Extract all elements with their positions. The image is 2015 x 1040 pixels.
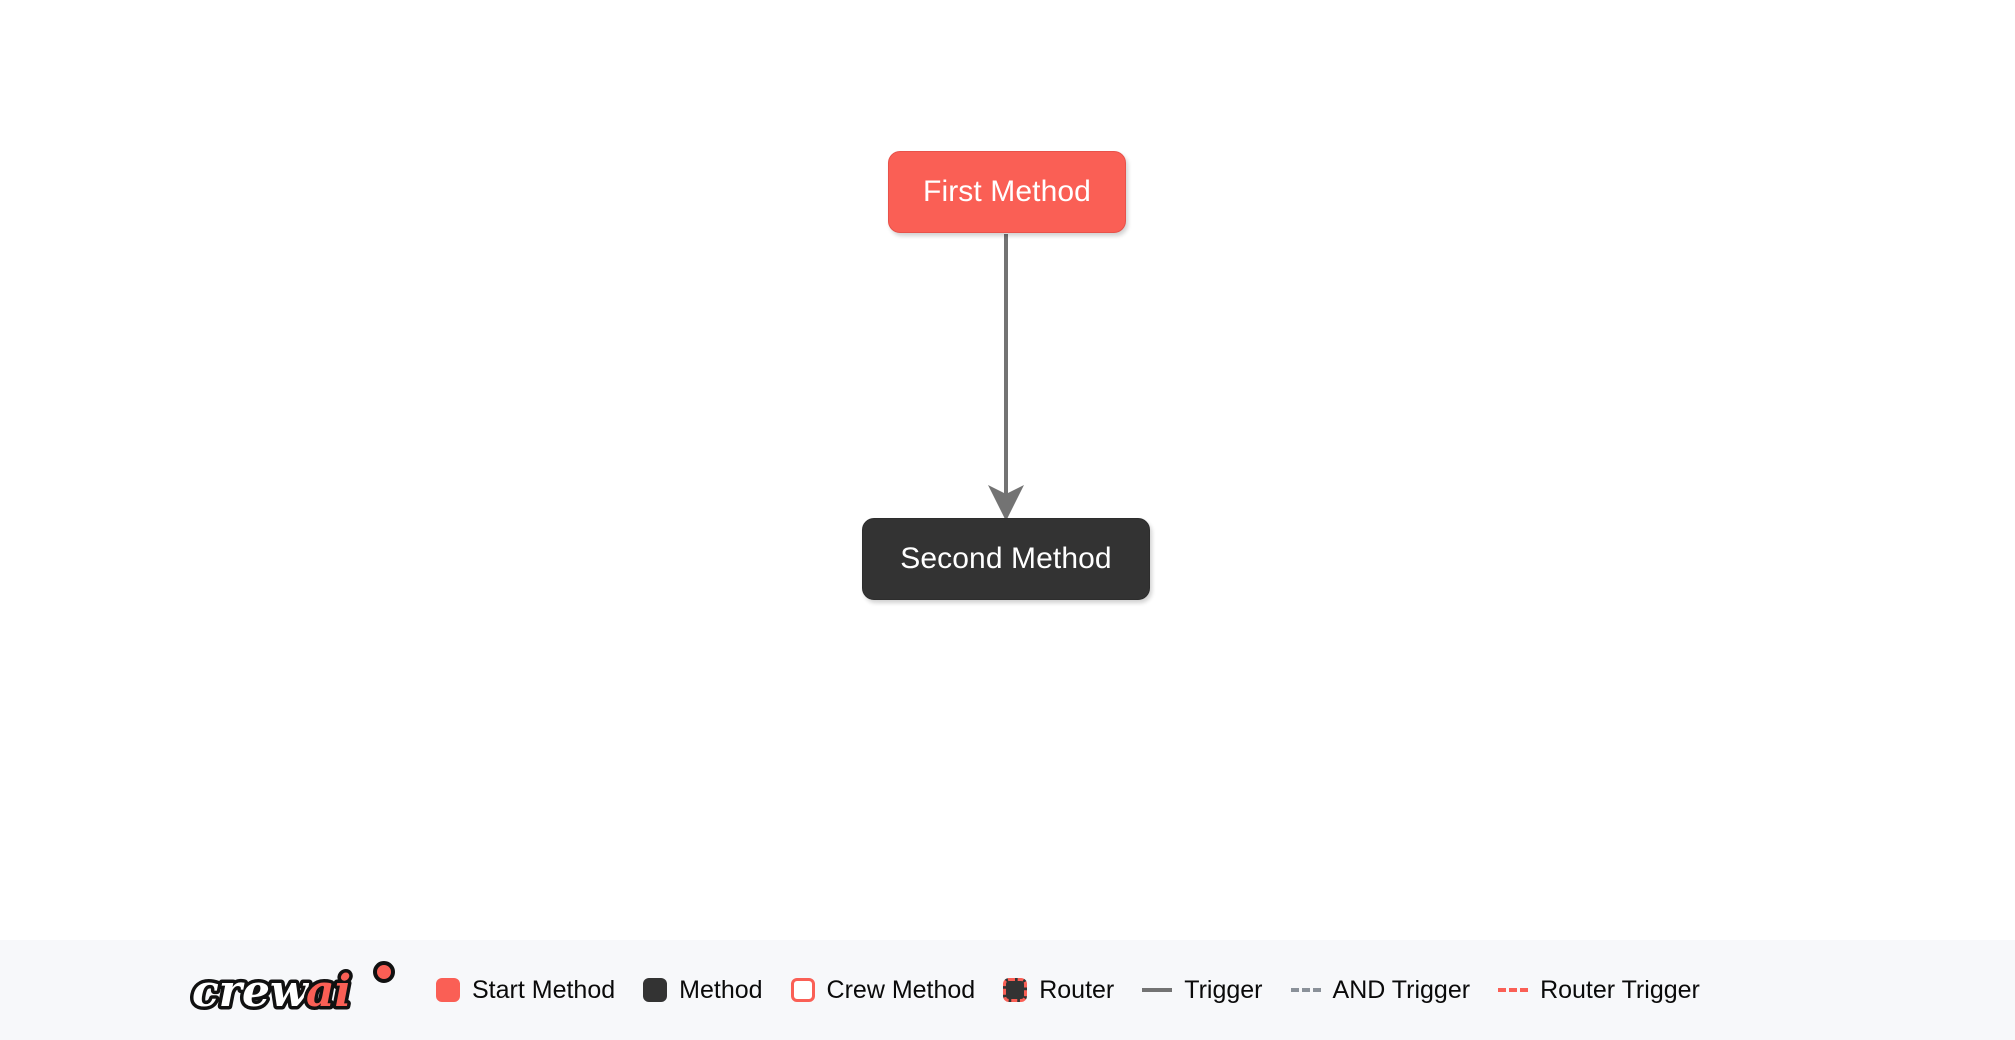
legend-item-label: Router <box>1039 975 1115 1004</box>
crewai-logo-text-primary: crew <box>192 966 310 1017</box>
router-trigger-line-icon <box>1498 988 1529 992</box>
crewai-logo-text-accent: ai <box>306 966 351 1017</box>
crew-method-swatch-icon <box>790 978 815 1002</box>
legend-item-crew-method: Crew Method <box>790 975 976 1005</box>
legend-item-label: Trigger <box>1184 975 1263 1004</box>
flow-canvas[interactable]: First Method Second Method <box>0 0 2015 940</box>
crewai-logo-icon: crew ai <box>189 961 395 1021</box>
flow-node-label: First Method <box>923 175 1091 208</box>
legend-item-router: Router <box>1003 976 1114 1005</box>
legend-item-label: Router Trigger <box>1540 975 1700 1004</box>
legend-item-trigger: Trigger <box>1142 975 1263 1005</box>
legend-item-label: Crew Method <box>826 975 976 1004</box>
legend-item-label: Method <box>679 975 763 1004</box>
legend-item-label: AND Trigger <box>1332 975 1471 1004</box>
router-swatch-icon <box>1003 978 1028 1002</box>
edge-layer <box>988 234 1024 521</box>
method-swatch-icon <box>643 978 668 1002</box>
flow-node-label: Second Method <box>900 542 1112 575</box>
flow-node-second-method[interactable]: Second Method <box>862 518 1150 600</box>
start-method-swatch-icon <box>436 978 460 1002</box>
legend-item-and-trigger: AND Trigger <box>1290 975 1471 1005</box>
trigger-line-icon <box>1142 988 1173 992</box>
flow-node-first-method[interactable]: First Method <box>888 151 1126 233</box>
crewai-logo-dot <box>373 961 395 983</box>
crewai-logo[interactable]: crew ai <box>188 958 406 1022</box>
legend-item-label: Start Method <box>472 975 616 1004</box>
legend-item-method: Method <box>643 975 763 1005</box>
legend-item-start-method: Start Method <box>436 976 615 1005</box>
legend-bar: crew ai Start Method Method Crew Method … <box>0 940 2015 1040</box>
and-trigger-line-icon <box>1290 988 1321 992</box>
legend-item-router-trigger: Router Trigger <box>1498 976 1700 1005</box>
